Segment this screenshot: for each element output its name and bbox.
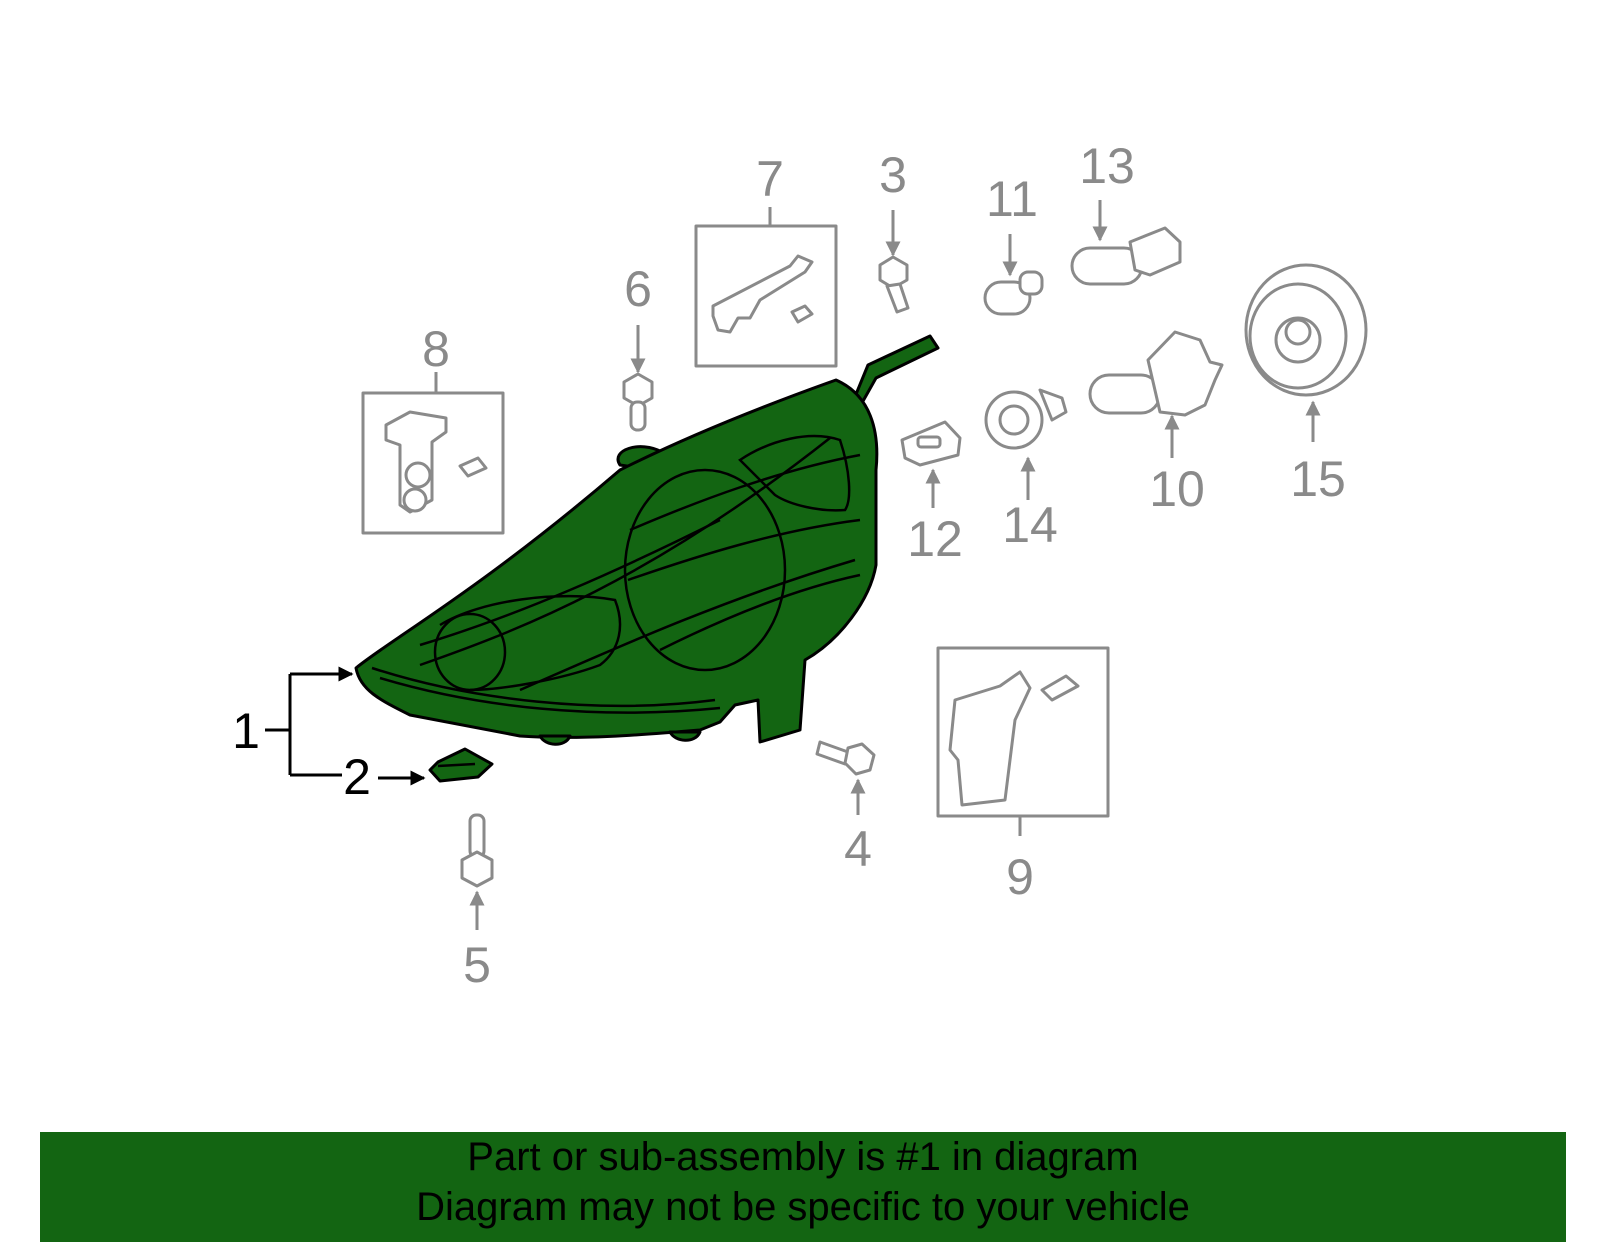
bolt-part-4[interactable] — [815, 740, 876, 815]
bulb-part-12[interactable] — [900, 420, 962, 508]
banner-line-1: Part or sub-assembly is #1 in diagram — [467, 1135, 1139, 1179]
bolt-part-3[interactable] — [878, 210, 910, 314]
bracket-kit-part-9[interactable] — [936, 646, 1110, 836]
cap-part-15[interactable] — [1244, 263, 1368, 442]
callout-1-leader — [265, 666, 426, 786]
bulb-part-13[interactable] — [1070, 200, 1182, 286]
callout-3: 3 — [879, 147, 907, 203]
callout-1: 1 — [232, 703, 260, 759]
callout-numbers: 1 2 3 4 5 6 7 8 9 10 11 12 13 14 15 — [232, 138, 1346, 993]
callout-4: 4 — [844, 821, 872, 877]
callout-10: 10 — [1149, 461, 1205, 517]
clip-part-2[interactable] — [428, 747, 494, 783]
bulb-part-11[interactable] — [983, 234, 1044, 316]
callout-15: 15 — [1290, 451, 1346, 507]
callout-11: 11 — [986, 171, 1038, 227]
headlamp-assembly[interactable] — [354, 334, 940, 746]
bulb-part-14[interactable] — [984, 388, 1068, 500]
bulb-part-10[interactable] — [1088, 330, 1224, 458]
callout-8: 8 — [422, 321, 450, 377]
callout-7: 7 — [756, 151, 784, 207]
bracket-kit-part-7[interactable] — [694, 207, 838, 368]
bolt-part-6[interactable] — [622, 325, 654, 432]
callout-12: 12 — [907, 511, 963, 567]
callout-6: 6 — [624, 261, 652, 317]
callout-9: 9 — [1006, 849, 1034, 905]
callout-14: 14 — [1002, 497, 1058, 553]
callout-13: 13 — [1079, 138, 1135, 194]
bracket-kit-part-8[interactable] — [361, 372, 505, 535]
info-banner: Part or sub-assembly is #1 in diagram Di… — [40, 1132, 1566, 1242]
banner-line-2: Diagram may not be specific to your vehi… — [416, 1185, 1190, 1229]
bolt-part-5[interactable] — [460, 813, 494, 930]
callout-5: 5 — [463, 937, 491, 993]
callout-2: 2 — [343, 749, 371, 805]
